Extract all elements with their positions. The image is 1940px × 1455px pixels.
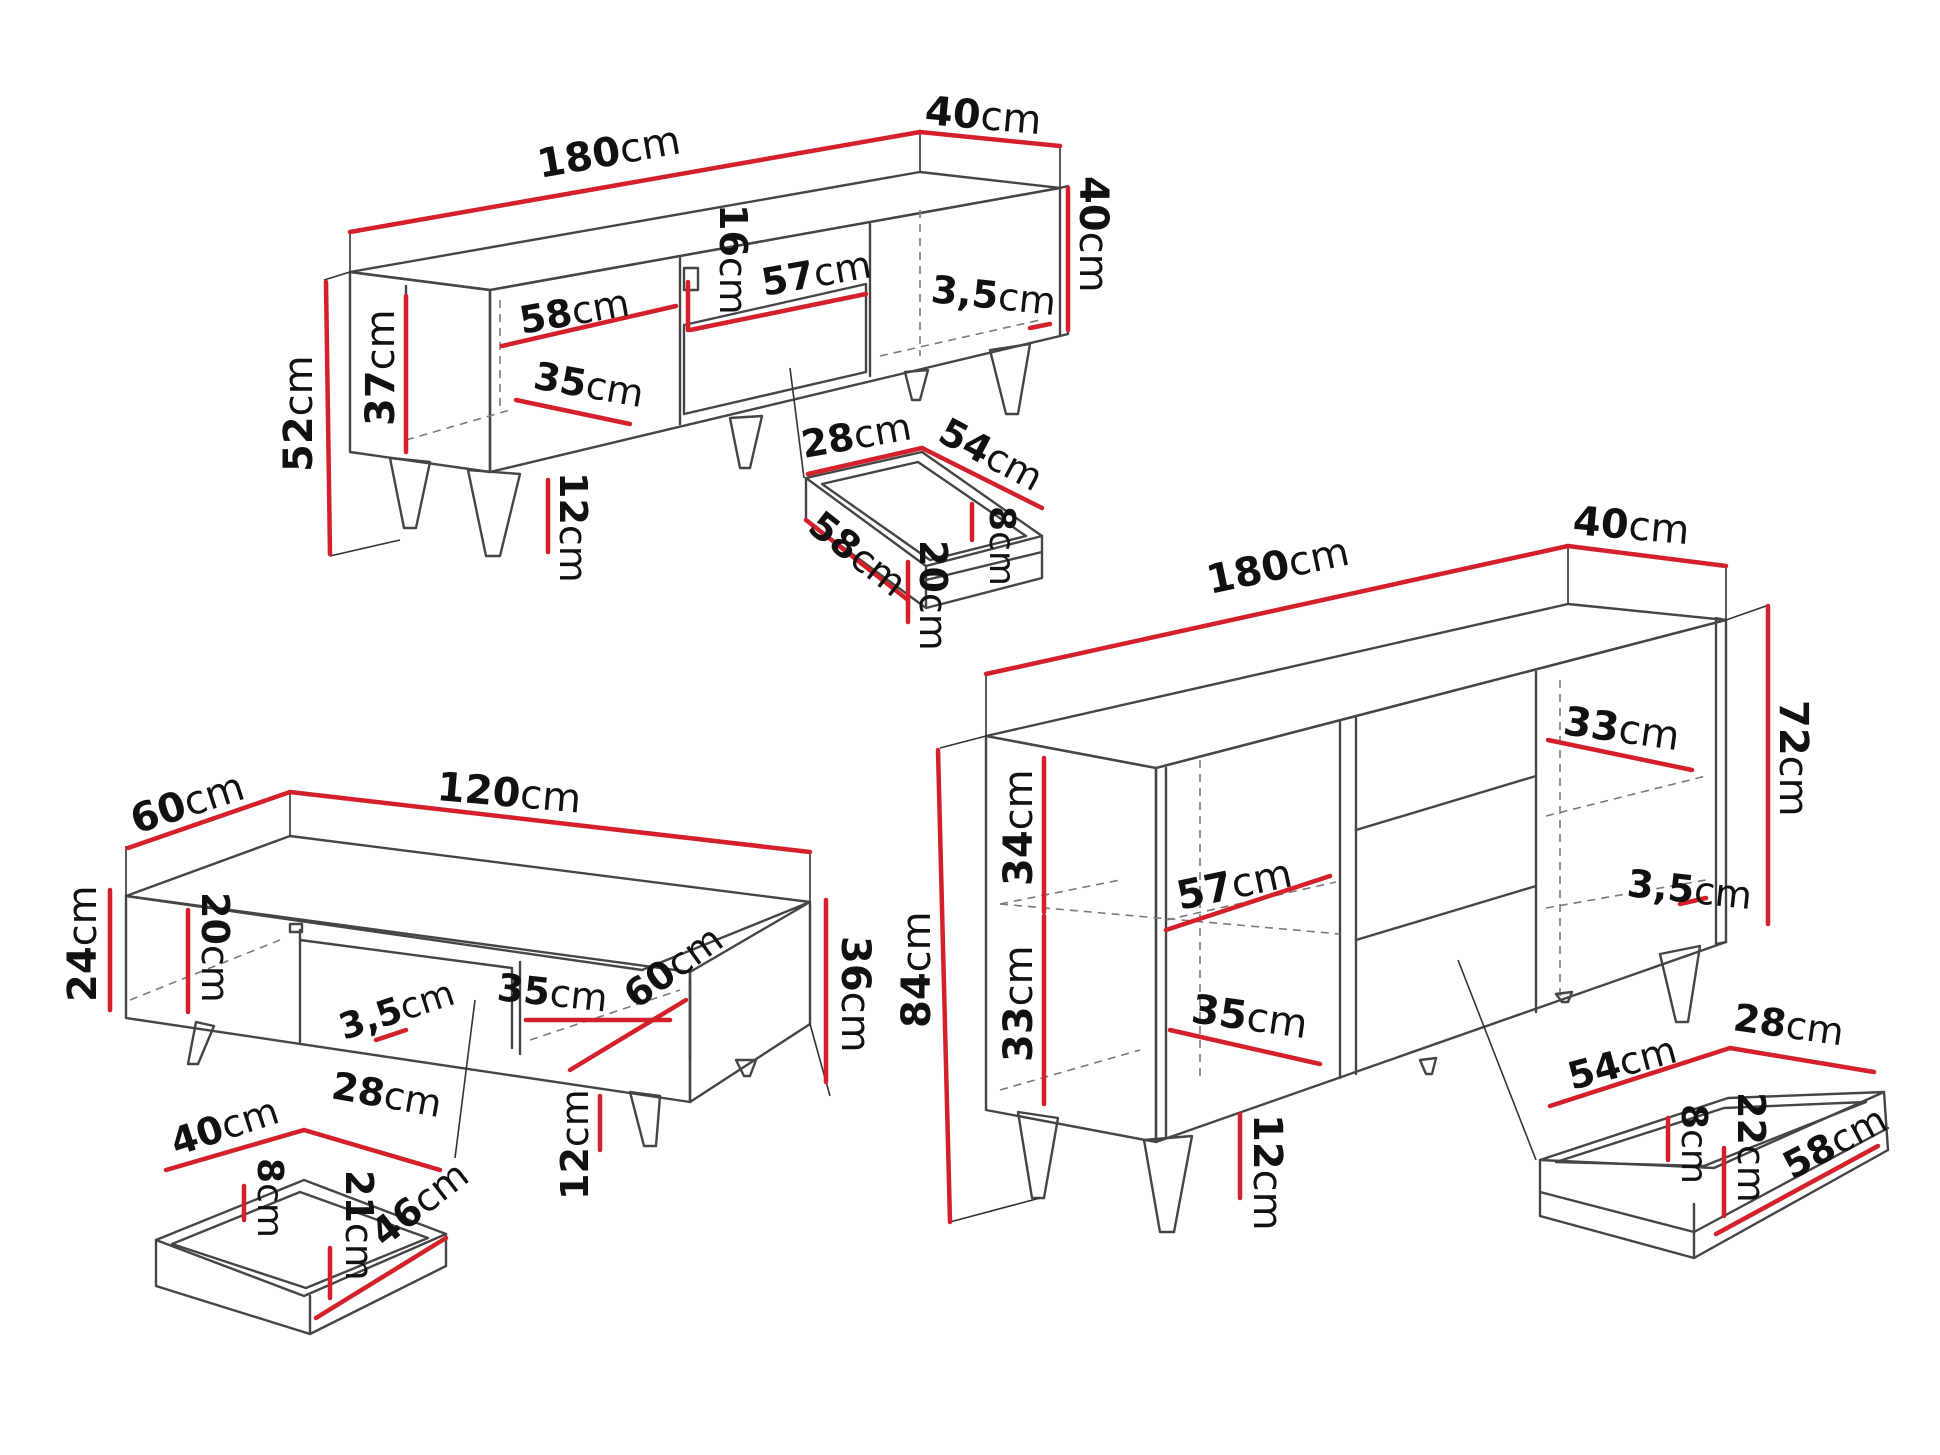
coffee-table-leg <box>186 1020 216 1066</box>
ct-depth-label: 60cm <box>125 764 250 844</box>
ct-width-label: 120cm <box>435 764 583 822</box>
tv-drawer-inner-height-label: 8cm <box>981 506 1022 586</box>
tv-drawer-front-width-label: 58cm <box>800 502 914 605</box>
tv-drawer <box>804 450 1044 610</box>
sideboard-leg <box>1016 1110 1060 1200</box>
coffee-table-leg <box>628 1090 662 1148</box>
sb-drawer-width-label: 54cm <box>1563 1028 1681 1099</box>
tv-unit-leg <box>728 414 764 470</box>
tv-width-label: 180cm <box>534 117 684 187</box>
sb-right-shelf-depth-label: 33cm <box>1561 698 1683 760</box>
coffee-table-drawer <box>154 1178 448 1336</box>
ct-shelf-depth-label: 60cm <box>615 917 731 1018</box>
tv-unit-drawer-front <box>682 282 868 416</box>
sb-depth-label: 40cm <box>1571 498 1691 554</box>
sb-lower-height-label: 33cm <box>996 945 1042 1062</box>
tv-total-height-label: 52cm <box>276 355 322 472</box>
tv-unit-leg <box>903 368 930 402</box>
ct-panel-thickness-label: 3,5cm <box>334 973 460 1049</box>
ct-total-height-label: 36cm <box>832 936 878 1053</box>
tv-unit-leg <box>388 456 432 530</box>
tv-depth-label: 40cm <box>923 88 1043 144</box>
tv-leg-height-label: 12cm <box>551 472 595 583</box>
coffee-table-leg <box>734 1058 758 1078</box>
ct-top-height-label: 24cm <box>60 885 106 1002</box>
tv-drawer-front-width-label: 57cm <box>758 242 875 305</box>
sb-body-height-label: 72cm <box>1770 700 1816 817</box>
ct-drawer-depth-label: 28cm <box>328 1064 445 1127</box>
tv-panel-thickness-label: 3,5cm <box>929 267 1058 324</box>
ct-shelf-width-label: 35cm <box>495 965 610 1020</box>
ct-drawer-front-height-label: 21cm <box>337 1170 381 1281</box>
sideboard-leg <box>1418 1056 1438 1076</box>
ct-drawer-inner-height-label: 8cm <box>249 1158 290 1238</box>
sideboard-leg <box>1142 1134 1194 1234</box>
sb-upper-height-label: 34cm <box>996 769 1042 886</box>
ct-inner-height-label: 20cm <box>193 892 237 1003</box>
sideboard-leg <box>1658 944 1702 1024</box>
tv-inner-height-label: 37cm <box>358 309 404 426</box>
sb-drawer-depth-label: 28cm <box>1731 995 1847 1054</box>
tv-drawer-depth-label: 54cm <box>932 409 1050 500</box>
tv-drawer-front-height-label: 20cm <box>911 540 955 651</box>
sideboard <box>939 546 1767 1234</box>
sideboard-dimensions <box>935 543 1881 1237</box>
tv-top-height-label: 40cm <box>1070 176 1116 293</box>
tv-unit-dimensions <box>323 129 1071 625</box>
tv-drawer-width-label: 28cm <box>798 404 915 467</box>
sideboard-drawer-line <box>1354 884 1538 942</box>
tv-unit-leg <box>988 342 1032 416</box>
sideboard-leg <box>1554 990 1574 1004</box>
coffee-table <box>124 792 831 1159</box>
tv-unit-flap <box>682 266 700 292</box>
sb-width-label: 180cm <box>1203 529 1354 604</box>
tv-unit <box>323 134 1070 558</box>
tv-unit-leg <box>466 468 522 558</box>
tv-compartment-depth-label: 35cm <box>530 354 647 417</box>
ct-leg-height-label: 12cm <box>553 1089 597 1200</box>
sb-drawer-inner-height-label: 8cm <box>1673 1104 1714 1184</box>
sb-leg-height-label: 12cm <box>1244 1114 1290 1231</box>
sideboard-drawer <box>1538 1090 1890 1260</box>
sb-drawer-front-width-label: 58cm <box>1776 1097 1894 1188</box>
sb-total-height-label: 84cm <box>894 911 940 1028</box>
tv-flap-height-label: 16cm <box>711 204 755 315</box>
coffee-table-dimensions <box>107 789 829 1321</box>
sb-shelf-depth-label: 35cm <box>1189 986 1311 1048</box>
tv-compartment-width-label: 58cm <box>516 280 633 343</box>
sb-drawer-front-height-label: 22cm <box>1729 1092 1773 1203</box>
sb-panel-thickness-label: 3,5cm <box>1625 861 1754 918</box>
sideboard-drawer-line <box>1354 774 1538 832</box>
coffee-table-drawer-front <box>298 938 514 1050</box>
